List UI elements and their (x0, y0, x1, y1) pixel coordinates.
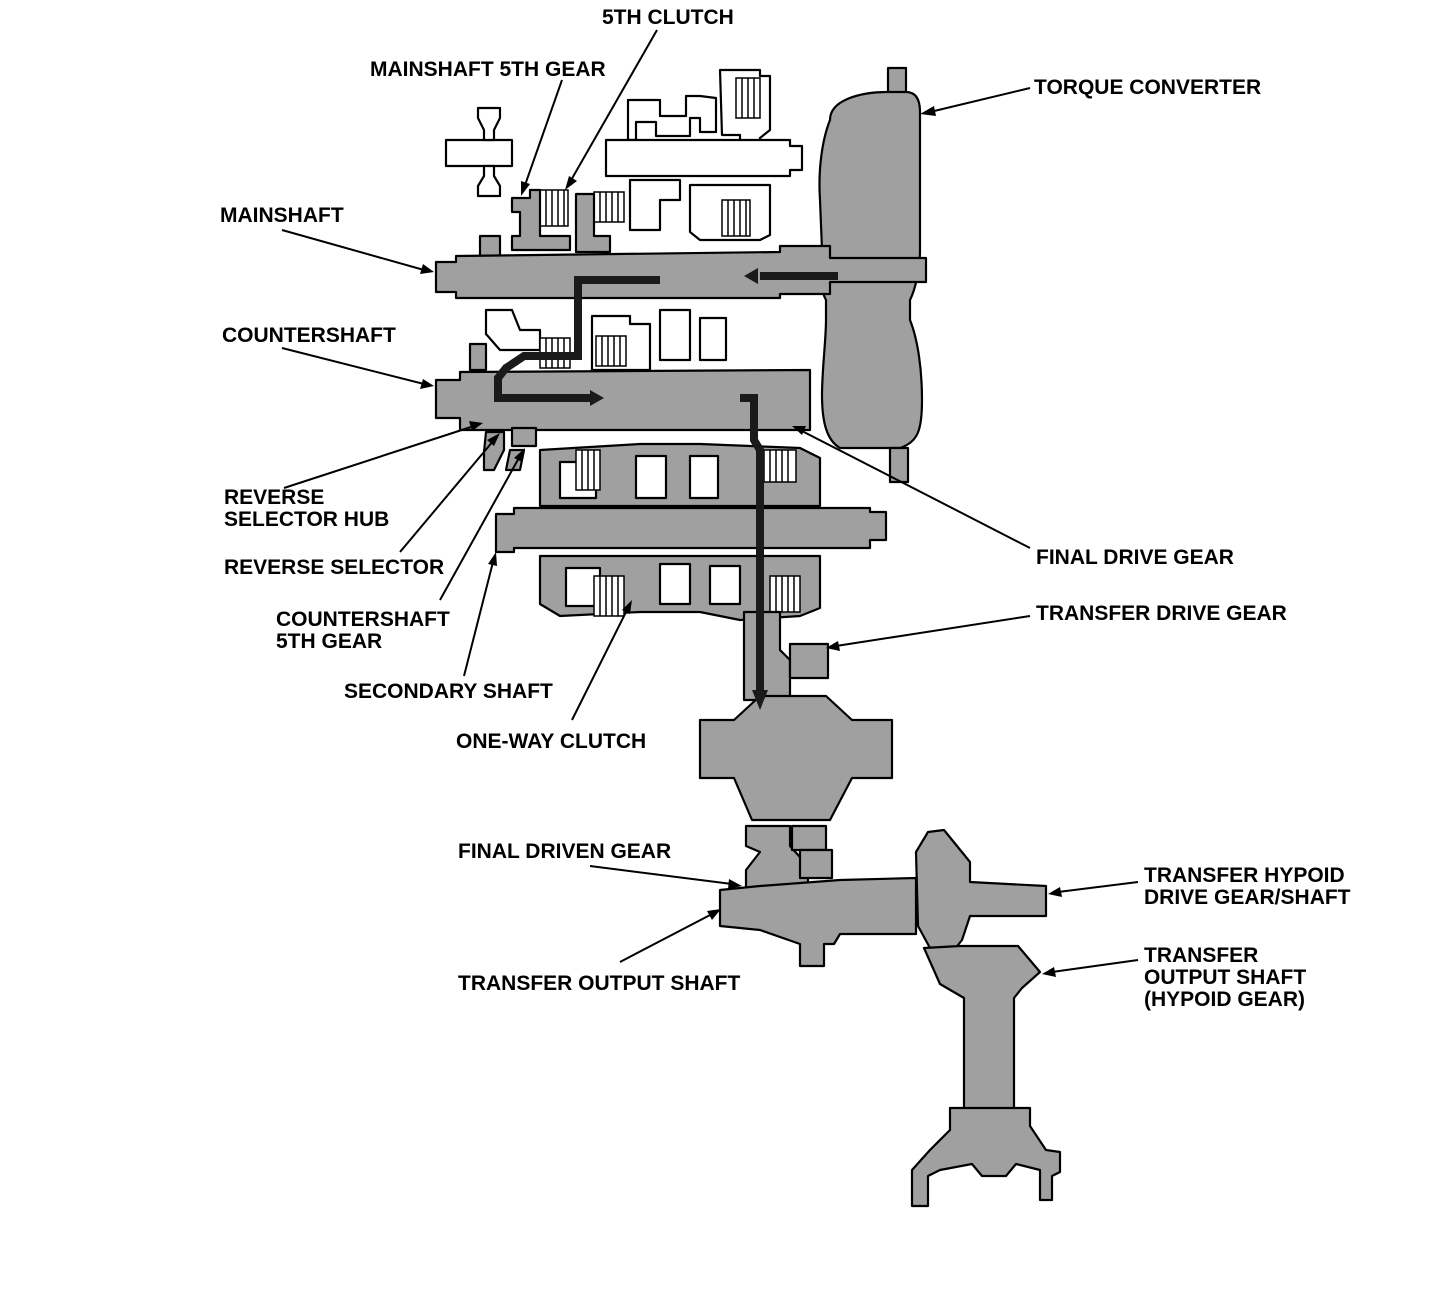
label-torque-converter: TORQUE CONVERTER (1034, 76, 1261, 99)
mainshaft (434, 244, 928, 300)
label-countershaft: COUNTERSHAFT (222, 324, 396, 347)
label-secondary-shaft: SECONDARY SHAFT (344, 680, 553, 703)
reverse-selector-assembly (482, 426, 538, 472)
label-transfer-hypoid-line1: TRANSFER HYPOID (1144, 864, 1345, 887)
fifth-clutch-plates (539, 77, 761, 237)
countershaft (434, 368, 812, 432)
label-mainshaft: MAINSHAFT (220, 204, 344, 227)
transfer-drive-gear-shaft (742, 610, 830, 702)
label-reverse-selector: REVERSE SELECTOR (224, 556, 444, 579)
label-mainshaft-5th-gear: MAINSHAFT 5TH GEAR (370, 58, 606, 81)
label-final-drive-gear: FINAL DRIVE GEAR (1036, 546, 1234, 569)
label-transfer-drive-gear: TRANSFER DRIVE GEAR (1036, 602, 1287, 625)
label-5th-clutch: 5TH CLUTCH (602, 6, 734, 29)
transfer-hypoid-drive-gear-shaft (914, 828, 1048, 962)
leader-lines (281, 29, 1139, 977)
label-transfer-hypoid-line2: DRIVE GEAR/SHAFT (1144, 886, 1351, 909)
transfer-output-shaft (718, 876, 918, 968)
label-reverse-selector-hub-line1: REVERSE (224, 486, 324, 509)
countershaft-upper-gears (468, 308, 728, 372)
label-final-driven-gear: FINAL DRIVEN GEAR (458, 840, 671, 863)
label-countershaft-5th-gear-line1: COUNTERSHAFT (276, 608, 450, 631)
label-transfer-output-hypoid-line2: OUTPUT SHAFT (1144, 966, 1306, 989)
power-flow-path (494, 268, 838, 710)
label-transfer-output-hypoid-line3: (HYPOID GEAR) (1144, 988, 1305, 1011)
mainshaft-5th-gear (478, 188, 612, 258)
secondary-shaft (494, 506, 888, 554)
secondary-shaft-lower-gears (538, 554, 822, 622)
label-reverse-selector-hub-line2: SELECTOR HUB (224, 508, 389, 531)
label-transfer-output-shaft: TRANSFER OUTPUT SHAFT (458, 972, 740, 995)
secondary-shaft-assembly (538, 442, 822, 508)
transfer-output-shaft-hypoid-gear (910, 944, 1062, 1208)
label-one-way-clutch: ONE-WAY CLUTCH (456, 730, 646, 753)
label-countershaft-5th-gear-line2: 5TH GEAR (276, 630, 382, 653)
label-transfer-output-hypoid-line1: TRANSFER (1144, 944, 1258, 967)
differential-housing (698, 694, 894, 822)
